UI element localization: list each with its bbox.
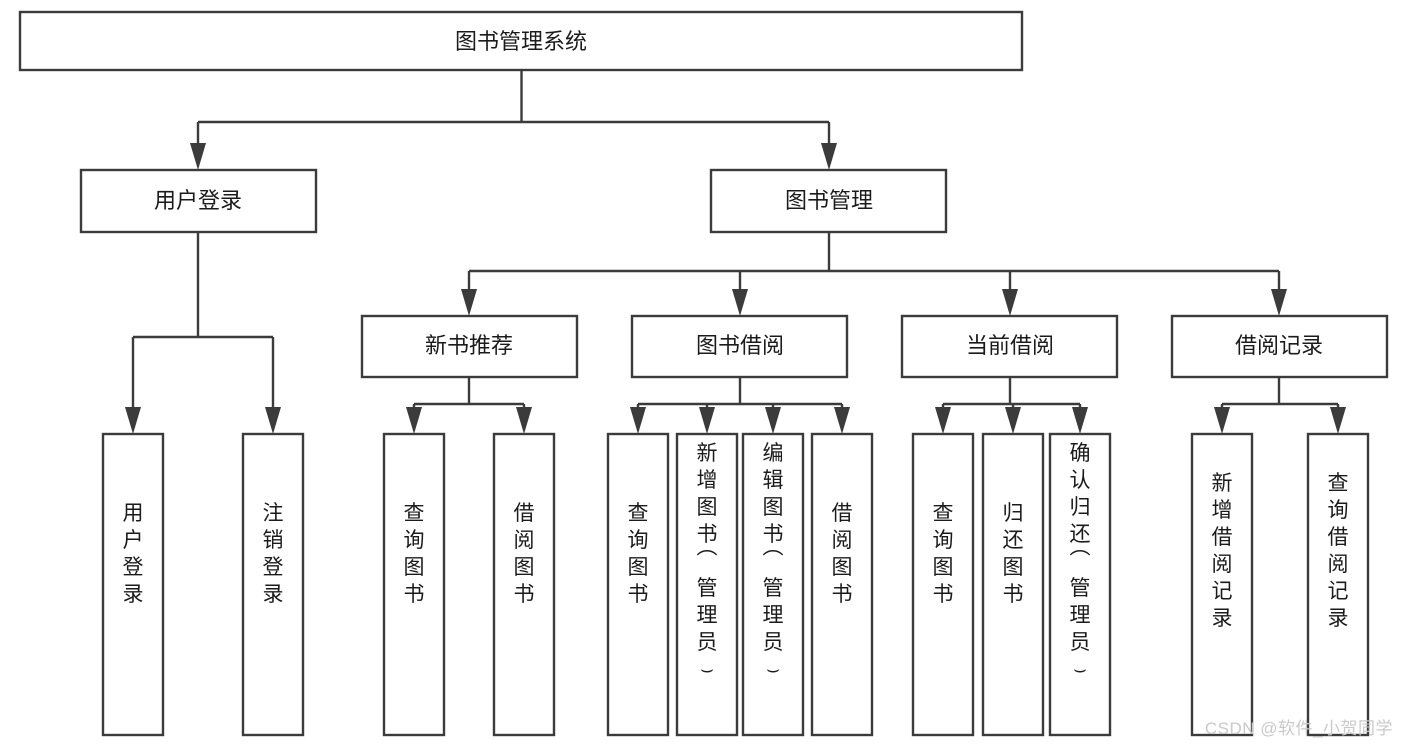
arrow-head-leaf-query-book-1: [406, 407, 422, 434]
node-leaf-confirm-return[interactable]: 确认归还⌒管理员⌣: [1048, 432, 1112, 737]
connector-group-new-book-recommend: [406, 377, 532, 434]
node-leaf-query-book-1-label: 查询图书: [404, 502, 425, 606]
node-leaf-query-record[interactable]: 查询借阅记录: [1306, 432, 1370, 737]
node-leaf-query-book-3[interactable]: 查询图书: [911, 432, 975, 737]
node-leaf-edit-book-label: 编辑图书⌒管理员⌣: [763, 442, 784, 681]
connector-group-current-borrow: [935, 377, 1088, 434]
node-user-login-label: 用户登录: [154, 188, 242, 213]
node-book-management-label: 图书管理: [785, 188, 873, 213]
node-user-login[interactable]: 用户登录: [79, 168, 318, 234]
node-leaf-query-record-label: 查询借阅记录: [1328, 472, 1349, 630]
node-leaf-return-book-label: 归还图书: [1003, 502, 1024, 606]
connector-group-book-management: [461, 232, 1287, 316]
node-leaf-add-book-box[interactable]: [675, 432, 739, 737]
node-borrow-record-box[interactable]: [1170, 314, 1389, 379]
node-leaf-query-book-2-label: 查询图书: [628, 502, 649, 606]
node-leaf-user-login[interactable]: 用户登录: [101, 432, 165, 737]
node-leaf-add-book[interactable]: 新增图书⌒管理员⌣: [675, 432, 739, 737]
node-borrow-record[interactable]: 借阅记录: [1170, 314, 1389, 379]
node-leaf-logout[interactable]: 注销登录: [241, 432, 305, 737]
node-book-management-box[interactable]: [709, 168, 948, 234]
arrow-head-leaf-return-book: [1005, 407, 1021, 434]
node-leaf-query-book-1-box[interactable]: [382, 432, 446, 737]
arrow-head-borrow-record: [1271, 289, 1287, 316]
node-leaf-borrow-book-1[interactable]: 借阅图书: [492, 432, 556, 737]
node-new-book-recommend[interactable]: 新书推荐: [360, 314, 579, 379]
node-leaf-return-book[interactable]: 归还图书: [981, 432, 1045, 737]
node-book-management[interactable]: 图书管理: [709, 168, 948, 234]
node-leaf-borrow-book-1-label: 借阅图书: [514, 502, 535, 606]
node-leaf-user-login-box[interactable]: [101, 432, 165, 737]
node-book-borrow[interactable]: 图书借阅: [630, 314, 849, 379]
arrow-head-current-borrow: [1002, 289, 1018, 316]
node-leaf-borrow-book-1-box[interactable]: [492, 432, 556, 737]
arrow-head-leaf-add-record: [1214, 407, 1230, 434]
node-new-book-recommend-box[interactable]: [360, 314, 579, 379]
node-leaf-return-book-box[interactable]: [981, 432, 1045, 737]
node-leaf-confirm-return-label: 确认归还⌒管理员⌣: [1070, 442, 1091, 681]
node-borrow-record-label: 借阅记录: [1235, 333, 1323, 358]
node-leaf-edit-book-box[interactable]: [741, 432, 805, 737]
node-leaf-query-book-1[interactable]: 查询图书: [382, 432, 446, 737]
arrow-head-leaf-confirm-return: [1072, 407, 1088, 434]
csdn-watermark: CSDN @软件_小贺同学: [1204, 719, 1393, 738]
node-leaf-query-book-2-box[interactable]: [606, 432, 670, 737]
node-leaf-confirm-return-box[interactable]: [1048, 432, 1112, 737]
node-root[interactable]: 图书管理系统: [18, 10, 1024, 72]
node-user-login-box[interactable]: [79, 168, 318, 234]
arrow-head-leaf-add-book: [699, 407, 715, 434]
node-leaf-borrow-book-2-box[interactable]: [810, 432, 874, 737]
node-leaf-query-book-3-label: 查询图书: [933, 502, 954, 606]
arrow-head-leaf-borrow-book-2: [834, 407, 850, 434]
arrow-head-leaf-query-record: [1330, 407, 1346, 434]
connector-group-borrow-record: [1214, 377, 1346, 434]
arrow-head-leaf-edit-book: [765, 407, 781, 434]
node-root-label: 图书管理系统: [455, 29, 587, 54]
node-leaf-add-record-label: 新增借阅记录: [1212, 472, 1233, 630]
node-leaf-query-record-box[interactable]: [1306, 432, 1370, 737]
node-leaf-user-login-label: 用户登录: [123, 502, 144, 606]
node-leaf-edit-book[interactable]: 编辑图书⌒管理员⌣: [741, 432, 805, 737]
node-leaf-logout-label: 注销登录: [263, 502, 284, 606]
node-leaf-add-book-label: 新增图书⌒管理员⌣: [697, 442, 718, 681]
node-root-box[interactable]: [18, 10, 1024, 72]
arrow-head-leaf-borrow-book-1: [516, 407, 532, 434]
node-current-borrow-box[interactable]: [900, 314, 1119, 379]
arrow-head-leaf-query-book-3: [935, 407, 951, 434]
node-leaf-borrow-book-2[interactable]: 借阅图书: [810, 432, 874, 737]
node-leaf-add-record-box[interactable]: [1190, 432, 1254, 737]
node-new-book-recommend-label: 新书推荐: [425, 333, 513, 358]
arrow-head-leaf-query-book-2: [630, 407, 646, 434]
node-book-borrow-box[interactable]: [630, 314, 849, 379]
node-leaf-logout-box[interactable]: [241, 432, 305, 737]
arrow-head-book-borrow: [732, 289, 748, 316]
node-leaf-borrow-book-2-label: 借阅图书: [832, 502, 853, 606]
connector-group-book-borrow: [630, 377, 850, 434]
connector-group-user-login: [125, 232, 281, 434]
arrow-head-user-login: [190, 143, 206, 170]
connector-group-root: [190, 70, 837, 170]
arrow-head-new-book-recommend: [461, 289, 477, 316]
arrow-head-leaf-user-login: [125, 407, 141, 434]
node-current-borrow-label: 当前借阅: [966, 333, 1054, 358]
arrow-head-book-management: [821, 143, 837, 170]
node-leaf-add-record[interactable]: 新增借阅记录: [1190, 432, 1254, 737]
node-leaf-query-book-3-box[interactable]: [911, 432, 975, 737]
node-leaf-query-book-2[interactable]: 查询图书: [606, 432, 670, 737]
node-book-borrow-label: 图书借阅: [696, 333, 784, 358]
node-current-borrow[interactable]: 当前借阅: [900, 314, 1119, 379]
arrow-head-leaf-logout: [265, 407, 281, 434]
